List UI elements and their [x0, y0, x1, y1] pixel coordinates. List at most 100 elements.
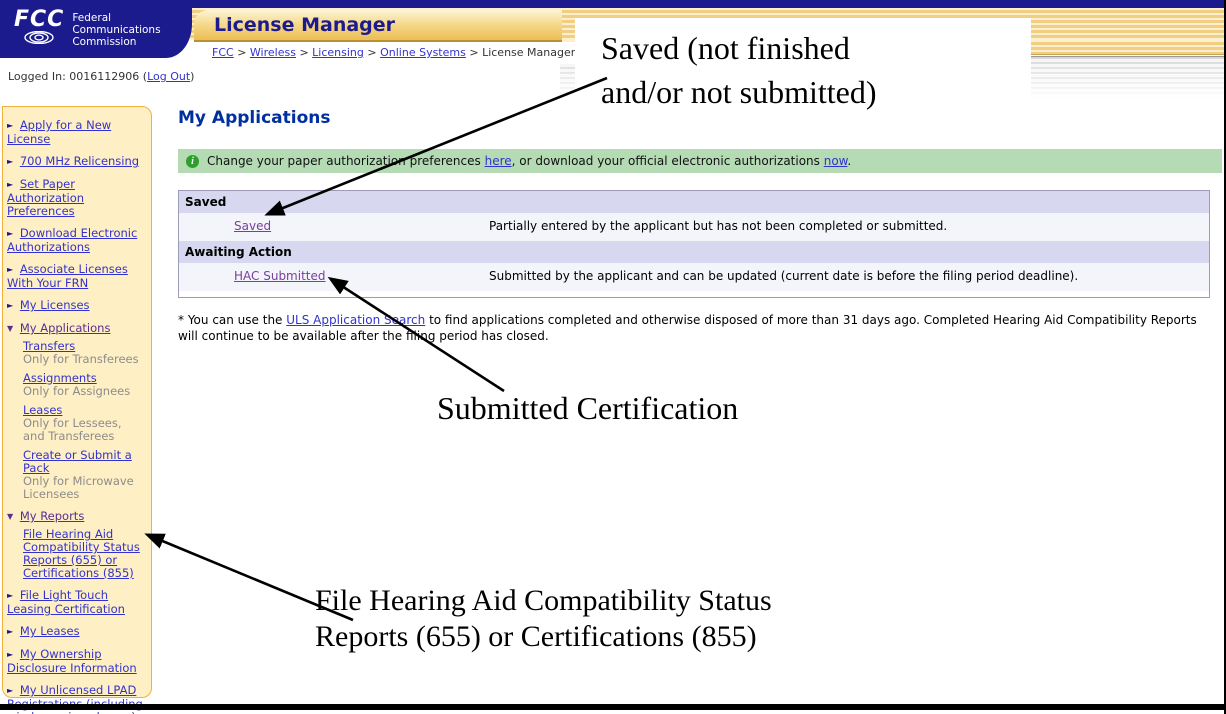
sidebar-item-my-ownership-disclosure-information[interactable]: My Ownership Disclosure Information [7, 647, 137, 675]
chevron-right-icon: ► [7, 301, 14, 310]
table-section-header-awaiting-action: Awaiting Action [179, 241, 1209, 263]
sidebar-subitem-note: Only for Lessees, and Transferees [23, 416, 122, 443]
chevron-right-icon: ► [7, 229, 14, 238]
paper-preferences-here-link[interactable]: here [484, 154, 512, 168]
sidebar-item: ► Set Paper Authorization Preferences [7, 178, 146, 218]
fcc-name-line: Commission [72, 36, 137, 48]
annotation-line: File Hearing Aid Compatibility Status [315, 584, 772, 617]
sidebar-item-leases[interactable]: Leases [23, 403, 63, 417]
sidebar-item-my-applications[interactable]: My Applications [19, 321, 111, 335]
chevron-down-icon: ▼ [7, 512, 14, 521]
saved-applications-link[interactable]: Saved [234, 219, 272, 233]
uls-application-search-link[interactable]: ULS Application Search [286, 313, 426, 327]
login-label: Logged In: 0016112906 ( [8, 70, 148, 83]
sidebar-item-associate-licenses-with-your-frn[interactable]: Associate Licenses With Your FRN [7, 262, 128, 290]
breadcrumb-link-licensing[interactable]: Licensing [312, 46, 364, 59]
table-section-header-saved: Saved [179, 191, 1209, 213]
annotation-line: Reports (655) or Certifications (855) [315, 620, 757, 653]
breadcrumb-link-online-systems[interactable]: Online Systems [380, 46, 466, 59]
sidebar-item: ► Download Electronic Authorizations [7, 227, 146, 254]
fcc-logo[interactable]: FCC Federal Communications Commission [0, 0, 192, 58]
annotation-line: Saved (not finished [601, 30, 850, 66]
breadcrumb-link-fcc[interactable]: FCC [212, 46, 234, 59]
sidebar-item: ► My Ownership Disclosure Information [7, 648, 146, 675]
sidebar-item-my-leases[interactable]: My Leases [19, 624, 80, 638]
sidebar-subitem: Transfers Only for Transferees [23, 340, 146, 366]
fcc-seal-icon [24, 31, 54, 44]
breadcrumb-separator: > [363, 46, 381, 59]
sidebar-item-file-light-touch-leasing-certification[interactable]: File Light Touch Leasing Certification [7, 588, 125, 616]
annotation-submitted-certification: Submitted Certification [437, 390, 739, 426]
breadcrumb: FCC > Wireless > Licensing > Online Syst… [194, 42, 584, 64]
sidebar-item: ► Apply for a New License [7, 119, 146, 146]
sidebar-subitem-note: Only for Assignees [23, 384, 131, 398]
sidebar: ► Apply for a New License ► 700 MHz Reli… [2, 106, 152, 714]
chevron-right-icon: ► [7, 591, 14, 600]
chevron-right-icon: ► [7, 121, 14, 130]
login-label-suffix: ) [190, 70, 195, 83]
top-navy-bar [0, 0, 1224, 8]
table-row-description: Submitted by the applicant and can be up… [489, 269, 1079, 283]
sidebar-item-700mhz-relicensing[interactable]: 700 MHz Relicensing [19, 154, 140, 168]
sidebar-item-create-or-submit-a-pack[interactable]: Create or Submit a Pack [23, 448, 132, 475]
footnote: * You can use the ULS Application Search… [178, 312, 1208, 344]
info-banner-text: Change your paper authorization preferen… [207, 154, 851, 168]
chevron-right-icon: ► [7, 686, 14, 695]
sidebar-item: ► Associate Licenses With Your FRN [7, 263, 146, 290]
sidebar-item-transfers[interactable]: Transfers [23, 339, 76, 353]
sidebar-subitem: Assignments Only for Assignees [23, 372, 146, 398]
hac-submitted-link[interactable]: HAC Submitted [234, 269, 326, 283]
breadcrumb-current: License Manager [482, 46, 576, 59]
info-text: , or download your official electronic a… [511, 154, 824, 168]
fcc-name-line: Federal [72, 12, 112, 24]
sidebar-item-assignments[interactable]: Assignments [23, 371, 97, 385]
table-row-description: Partially entered by the applicant but h… [489, 219, 948, 233]
sidebar-subitem: File Hearing Aid Compatibility Status Re… [23, 528, 146, 580]
breadcrumb-link-wireless[interactable]: Wireless [249, 46, 296, 59]
fcc-acronym: FCC [14, 7, 65, 32]
sidebar-group-my-applications: ▼ My Applications Transfers Only for Tra… [7, 322, 146, 501]
chevron-right-icon: ► [7, 627, 14, 636]
sidebar-item: ► My Leases [7, 625, 146, 639]
chevron-right-icon: ► [7, 265, 14, 274]
annotation-file-hac-callout: File Hearing Aid Compatibility Status Re… [315, 583, 772, 655]
sidebar-item-my-reports[interactable]: My Reports [19, 509, 85, 523]
footnote-text: * You can use the [178, 313, 287, 327]
login-status: Logged In: 0016112906 (Log Out) [8, 70, 194, 83]
info-icon: i [186, 154, 199, 168]
sidebar-item-my-licenses[interactable]: My Licenses [19, 298, 90, 312]
applications-table: Saved Saved Partially entered by the app… [178, 190, 1210, 298]
table-row: Saved Partially entered by the applicant… [179, 213, 1209, 241]
breadcrumb-separator: > [465, 46, 483, 59]
download-authorizations-now-link[interactable]: now [823, 154, 848, 168]
sidebar-item-file-hac-reports[interactable]: File Hearing Aid Compatibility Status Re… [23, 527, 140, 580]
app-title-banner: License Manager [194, 10, 562, 42]
fcc-name: Federal Communications Commission [72, 9, 160, 48]
logout-link[interactable]: Log Out [147, 70, 191, 83]
app-title: License Manager [214, 14, 396, 36]
table-link-cell: HAC Submitted [179, 269, 489, 283]
fcc-name-line: Communications [72, 24, 161, 36]
table-link-cell: Saved [179, 219, 489, 233]
breadcrumb-separator: > [295, 46, 313, 59]
main-content: My Applications i Change your paper auth… [166, 100, 1222, 344]
sidebar-subitem-note: Only for Transferees [23, 352, 139, 366]
fcc-seal: FCC [14, 9, 64, 44]
sidebar-subitem: Leases Only for Lessees, and Transferees [23, 404, 146, 443]
annotation-line: and/or not submitted) [601, 74, 877, 110]
chevron-right-icon: ► [7, 157, 14, 166]
bottom-frame-border [0, 704, 1224, 710]
chevron-right-icon: ► [7, 650, 14, 659]
sidebar-item-download-electronic-authorizations[interactable]: Download Electronic Authorizations [7, 226, 138, 254]
info-text: Change your paper authorization preferen… [207, 154, 485, 168]
sidebar-item-apply-for-a-new-license[interactable]: Apply for a New License [7, 118, 112, 146]
sidebar-subitem-note: Only for Microwave Licensees [23, 474, 134, 501]
sidebar-item: ► My Licenses [7, 299, 146, 313]
sidebar-subitem: Create or Submit a Pack Only for Microwa… [23, 449, 146, 501]
sidebar-item: ► 700 MHz Relicensing [7, 155, 146, 169]
sidebar-group-my-reports: ▼ My Reports File Hearing Aid Compatibil… [7, 510, 146, 580]
sidebar-item-set-paper-authorization-preferences[interactable]: Set Paper Authorization Preferences [7, 177, 85, 218]
table-row: HAC Submitted Submitted by the applicant… [179, 263, 1209, 291]
annotation-saved-callout: Saved (not finished and/or not submitted… [575, 18, 1031, 118]
